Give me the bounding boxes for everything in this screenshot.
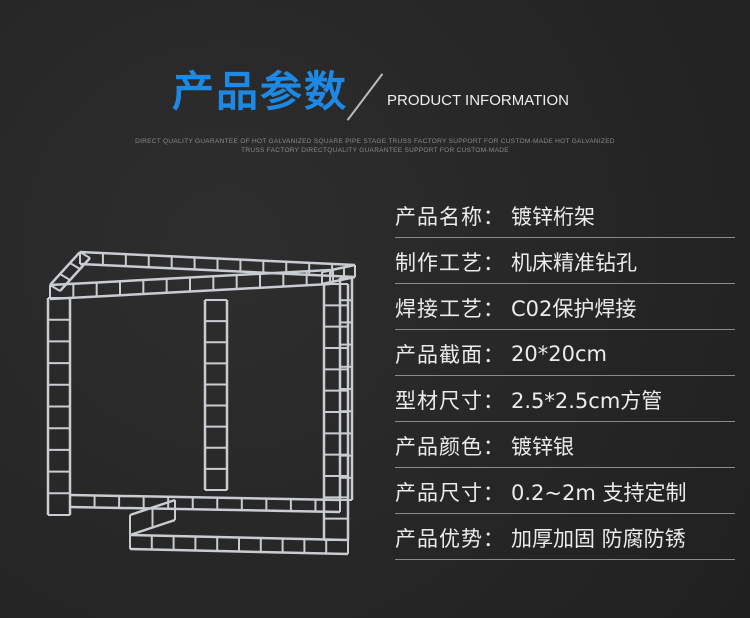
spec-value: 2.5*2.5cm方管 [511, 388, 663, 413]
page-title-english: PRODUCT INFORMATION [387, 92, 569, 109]
spec-label: 焊接工艺： [395, 296, 505, 321]
spec-label: 型材尺寸： [395, 388, 505, 413]
spec-label: 产品名称： [395, 204, 505, 229]
spec-value: 0.2~2m 支持定制 [511, 480, 687, 505]
spec-label: 产品颜色： [395, 434, 505, 459]
spec-row: 产品优势：加厚加固 防腐防锈 [395, 514, 735, 560]
subtitle-line-1: DIRECT QUALITY GUARANTEE OF HOT GALVANIZ… [135, 138, 615, 145]
spec-label: 产品优势： [395, 526, 505, 551]
spec-row: 产品名称：镀锌桁架 [395, 192, 735, 238]
spec-value: 20*20cm [511, 341, 607, 366]
spec-value: 加厚加固 防腐防锈 [511, 526, 686, 551]
spec-value: 镀锌银 [511, 434, 574, 459]
spec-row: 产品尺寸：0.2~2m 支持定制 [395, 468, 735, 514]
spec-row: 产品颜色：镀锌银 [395, 422, 735, 468]
spec-label: 制作工艺： [395, 250, 505, 275]
spec-value: 机床精准钻孔 [511, 250, 637, 275]
spec-row: 制作工艺：机床精准钻孔 [395, 238, 735, 284]
spec-row: 产品截面：20*20cm [395, 330, 735, 376]
subtitle: DIRECT QUALITY GUARANTEE OF HOT GALVANIZ… [110, 137, 640, 155]
spec-label: 产品尺寸： [395, 480, 505, 505]
spec-row: 型材尺寸：2.5*2.5cm方管 [395, 376, 735, 422]
spec-list: 产品名称：镀锌桁架 制作工艺：机床精准钻孔 焊接工艺：C02保护焊接 产品截面：… [395, 192, 735, 560]
spec-value: 镀锌桁架 [511, 204, 595, 229]
subtitle-line-2: TRUSS FACTORY DIRECTQUALITY GUARANTEE SU… [241, 147, 509, 154]
page-title: 产品参数 [172, 67, 349, 116]
spec-row: 焊接工艺：C02保护焊接 [395, 284, 735, 330]
spec-value: C02保护焊接 [511, 296, 637, 321]
spec-label: 产品截面： [395, 342, 505, 367]
